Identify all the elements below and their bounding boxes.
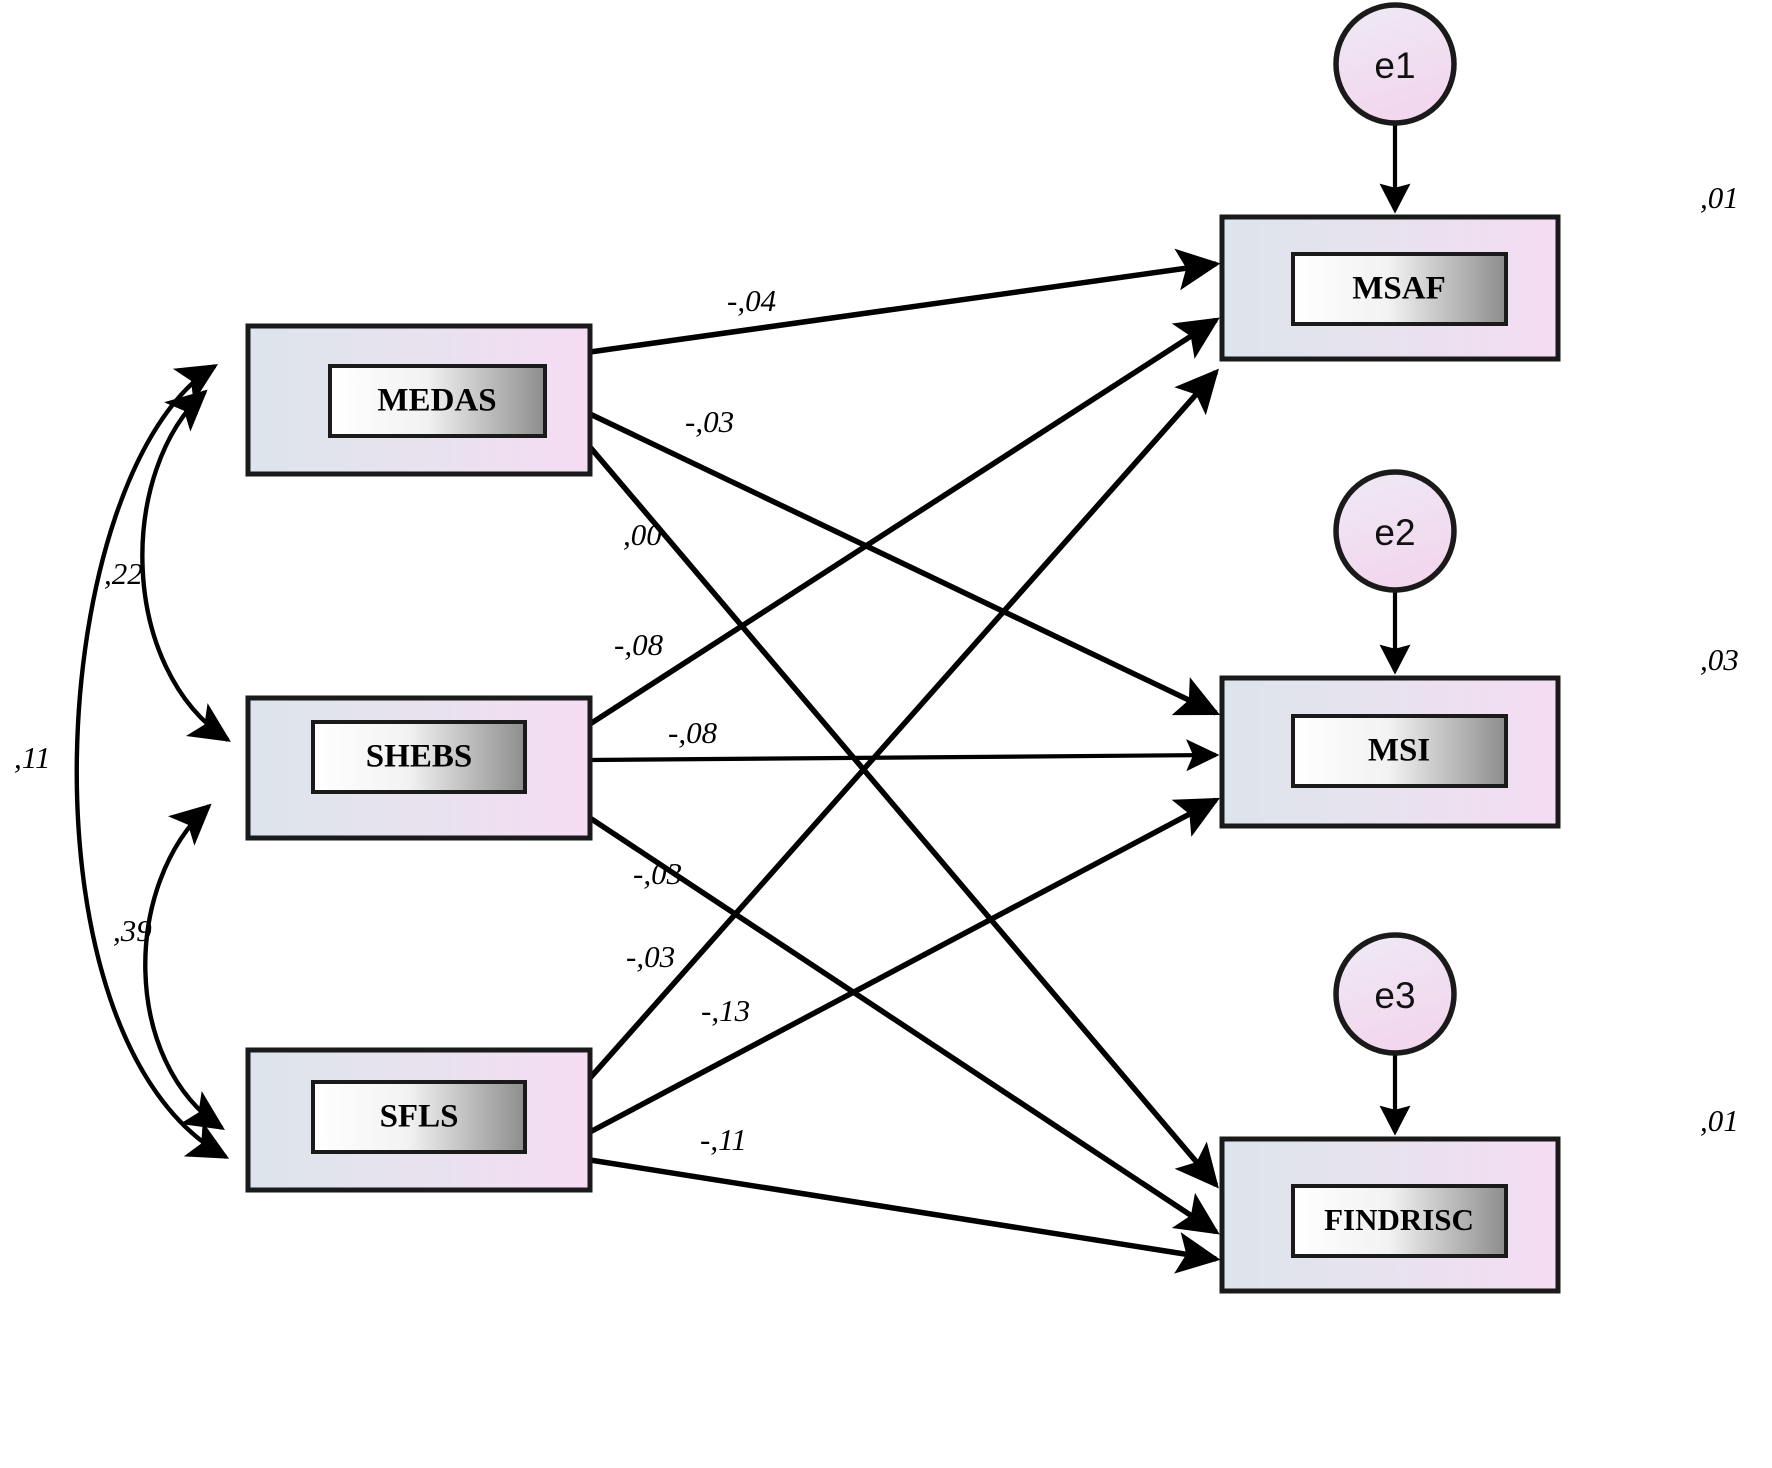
coef-shebs-findrisc: -,03 xyxy=(633,856,682,891)
coef-shebs-msi: -,08 xyxy=(668,715,718,750)
node-medas-label: MEDAS xyxy=(377,383,496,419)
correlation-labels: ,22 ,39 ,11 xyxy=(14,556,152,948)
node-sfls-inner xyxy=(311,1080,527,1154)
residual-msaf: ,01 xyxy=(1700,180,1739,215)
node-e3-circle[interactable] xyxy=(1333,932,1457,1056)
node-findrisc-inner xyxy=(1291,1184,1508,1258)
path-medas-msi xyxy=(588,411,1221,716)
node-msaf[interactable]: MSAF ,01 xyxy=(1219,180,1739,362)
node-shebs-label: SHEBS xyxy=(366,739,472,775)
outcome-nodes: MSAF ,01 MSI ,03 FINDRISC ,01 xyxy=(1219,180,1739,1294)
path-medas-msaf xyxy=(589,248,1221,355)
correlation-curve-medas-shebs xyxy=(140,389,231,742)
error-nodes: e1 e2 e3 xyxy=(1333,2,1457,1056)
node-e2[interactable]: e2 xyxy=(1333,469,1457,593)
structural-paths xyxy=(587,248,1221,1274)
node-msi[interactable]: MSI ,03 xyxy=(1219,642,1739,829)
coef-medas-msaf: -,04 xyxy=(727,283,776,318)
node-shebs-inner xyxy=(311,720,527,794)
node-msi-label: MSI xyxy=(1368,733,1430,769)
path-sfls-findrisc xyxy=(589,1157,1221,1274)
coef-sfls-msi: -,13 xyxy=(701,993,750,1028)
coef-medas-findrisc: ,00 xyxy=(623,517,662,552)
node-sfls[interactable]: SFLS xyxy=(245,1047,593,1193)
node-shebs[interactable]: SHEBS xyxy=(245,695,593,841)
coef-corr-shebs-sfls: ,39 xyxy=(113,913,152,948)
node-e2-circle[interactable] xyxy=(1333,469,1457,593)
path-shebs-findrisc xyxy=(588,815,1220,1235)
correlation-curve-medas-sfls xyxy=(74,364,230,1159)
predictor-nodes: MEDAS SHEBS SFLS xyxy=(245,323,593,1193)
coef-corr-medas-sfls: ,11 xyxy=(14,740,50,775)
node-findrisc-label: FINDRISC xyxy=(1324,1202,1474,1237)
coef-sfls-msaf: -,03 xyxy=(626,939,675,974)
residual-findrisc: ,01 xyxy=(1700,1103,1739,1138)
coef-sfls-findrisc: -,11 xyxy=(700,1122,747,1157)
path-coefficient-labels: -,04 -,03 ,00 -,08 -,08 -,03 -,03 -,13 -… xyxy=(614,283,776,1157)
coef-medas-msi: -,03 xyxy=(685,404,734,439)
node-e1[interactable]: e1 xyxy=(1333,2,1457,126)
node-sfls-label: SFLS xyxy=(380,1099,459,1135)
coef-corr-medas-shebs: ,22 xyxy=(104,556,143,591)
path-shebs-msi xyxy=(589,739,1220,772)
node-medas-inner xyxy=(328,364,547,438)
path-shebs-msaf xyxy=(588,317,1220,727)
node-e3-label: e3 xyxy=(1374,975,1415,1016)
node-msaf-inner xyxy=(1291,252,1508,326)
node-e2-label: e2 xyxy=(1374,512,1415,553)
path-sfls-msaf xyxy=(587,368,1219,1080)
path-medas-findrisc xyxy=(587,445,1219,1189)
node-msi-inner xyxy=(1291,714,1508,788)
node-e1-circle[interactable] xyxy=(1333,2,1457,126)
path-sfls-msi xyxy=(588,797,1220,1135)
node-msaf-label: MSAF xyxy=(1352,271,1446,307)
correlation-curve-shebs-sfls xyxy=(143,803,225,1130)
coef-shebs-msaf: -,08 xyxy=(614,627,664,662)
node-findrisc[interactable]: FINDRISC ,01 xyxy=(1219,1103,1739,1294)
correlation-arrows xyxy=(74,364,231,1159)
node-e3[interactable]: e3 xyxy=(1333,932,1457,1056)
node-e1-label: e1 xyxy=(1374,45,1415,86)
residual-msi: ,03 xyxy=(1700,642,1739,677)
node-medas[interactable]: MEDAS xyxy=(245,323,593,477)
